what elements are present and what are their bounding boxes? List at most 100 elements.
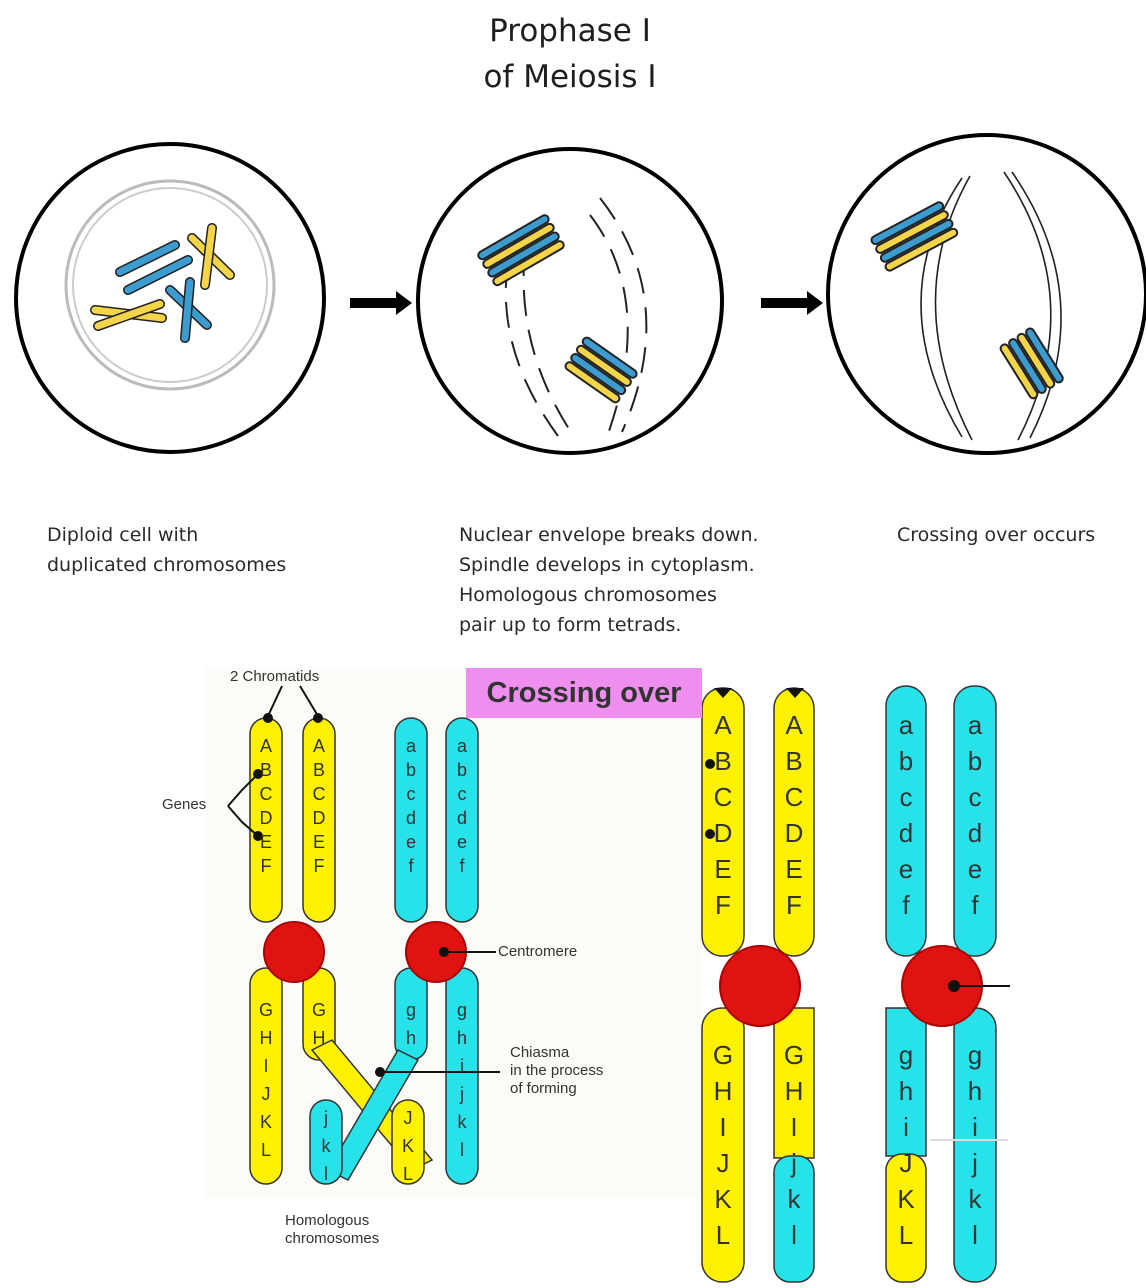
label-homologous-line-2: chromosomes (285, 1230, 455, 1248)
gene-letter: a (899, 710, 914, 740)
gene-letter: b (968, 746, 982, 776)
gene-letter: j (459, 1084, 464, 1104)
cell-tetrad-forming (418, 149, 722, 453)
gene-letter: l (791, 1220, 797, 1250)
gene-letter: g (406, 1000, 416, 1020)
gene-letter: j (971, 1148, 978, 1178)
gene-letter: H (785, 1076, 804, 1106)
cell-crossing-over (828, 135, 1146, 453)
gene-letter: h (899, 1076, 913, 1106)
caption-stage-3: Crossing over occurs (897, 520, 1137, 550)
gene-letter: K (897, 1184, 915, 1214)
arrow-icon-1 (350, 291, 412, 315)
gene-letter: c (969, 782, 982, 812)
centromere-yellow (264, 922, 324, 982)
gene-letter: A (313, 736, 325, 756)
gene-letter: e (457, 832, 467, 852)
gene-letter: L (899, 1220, 913, 1250)
gene-letter: g (457, 1000, 467, 1020)
gene-letter: D (785, 818, 804, 848)
gene-letter: B (714, 746, 731, 776)
gene-letter: E (714, 854, 731, 884)
gene-letter: F (314, 856, 325, 876)
gene-letter: c (900, 782, 913, 812)
caption-2-line-3: Homologous chromosomes (459, 580, 799, 610)
gene-letter: l (972, 1220, 978, 1250)
gene-letter: G (784, 1040, 804, 1070)
gene-letter: k (788, 1184, 802, 1214)
gene-letter: K (714, 1184, 732, 1214)
label-chromatids: 2 Chromatids (230, 668, 380, 686)
gene-letter: H (714, 1076, 733, 1106)
gene-letter: D (714, 818, 733, 848)
result-centromere-yellow (720, 946, 800, 1026)
gene-letter: H (260, 1028, 273, 1048)
caption-1-line-1: Diploid cell with (47, 520, 347, 550)
label-homologous-line-1: Homologous (285, 1212, 455, 1230)
gene-letter: i (972, 1112, 978, 1142)
gene-letter: d (899, 818, 913, 848)
gene-letter: J (404, 1108, 413, 1128)
gene-letter: e (899, 854, 913, 884)
crossing-over-badge: Crossing over (466, 668, 702, 718)
gene-letter: F (261, 856, 272, 876)
gene-letter: b (457, 760, 467, 780)
caption-stage-2: Nuclear envelope breaks down. Spindle de… (459, 520, 799, 640)
gene-letter: J (262, 1084, 271, 1104)
gene-letter: h (457, 1028, 467, 1048)
gene-letter: a (406, 736, 417, 756)
gene-letter: f (902, 890, 910, 920)
gene-letter: J (717, 1148, 730, 1178)
gene-letter: G (713, 1040, 733, 1070)
label-chiasma-line-3: of forming (510, 1080, 680, 1098)
gene-letter: l (460, 1140, 464, 1160)
gene-letter: k (322, 1136, 332, 1156)
gene-letter: a (457, 736, 468, 756)
caption-2-line-4: pair up to form tetrads. (459, 610, 799, 640)
gene-letter: B (260, 760, 272, 780)
gene-letter: H (313, 1028, 326, 1048)
label-chiasma-line-2: in the process (510, 1062, 680, 1080)
gene-letter: l (324, 1164, 328, 1184)
label-genes: Genes (162, 796, 232, 814)
gene-letter: a (968, 710, 983, 740)
gene-letter: G (312, 1000, 326, 1020)
gene-letter: K (402, 1136, 414, 1156)
gene-letter: c (458, 784, 467, 804)
gene-letter: C (714, 782, 733, 812)
gene-letter: B (313, 760, 325, 780)
gene-letter: g (899, 1040, 913, 1070)
gene-letter: C (785, 782, 804, 812)
gene-letter: D (313, 808, 326, 828)
gene-letter: K (260, 1112, 272, 1132)
gene-letter: d (406, 808, 416, 828)
gene-letter: b (406, 760, 416, 780)
gene-letter: J (900, 1148, 913, 1178)
gene-letter: k (458, 1112, 468, 1132)
gene-letter: e (968, 854, 982, 884)
gene-letter: I (790, 1112, 797, 1142)
gene-letter: A (714, 710, 732, 740)
gene-letter: C (260, 784, 273, 804)
gene-letter: d (457, 808, 467, 828)
gene-letter: h (968, 1076, 982, 1106)
caption-2-line-2: Spindle develops in cytoplasm. (459, 550, 799, 580)
gene-letter: L (403, 1164, 413, 1184)
caption-stage-1: Diploid cell with duplicated chromosomes (47, 520, 347, 580)
gene-letter: j (790, 1148, 797, 1178)
gene-letter: L (261, 1140, 271, 1160)
gene-letter: h (406, 1028, 416, 1048)
gene-letter: F (786, 890, 802, 920)
gene-letter: E (785, 854, 802, 884)
gene-letter: c (407, 784, 416, 804)
caption-1-line-2: duplicated chromosomes (47, 550, 347, 580)
gene-letter: d (968, 818, 982, 848)
gene-letter: A (785, 710, 803, 740)
gene-letter: D (260, 808, 273, 828)
gene-letter: g (968, 1040, 982, 1070)
label-chiasma-line-1: Chiasma (510, 1044, 680, 1062)
gene-letter: E (313, 832, 325, 852)
crossing-over-result (702, 686, 1010, 1282)
caption-3-line-1: Crossing over occurs (897, 520, 1137, 550)
gene-letter: i (903, 1112, 909, 1142)
